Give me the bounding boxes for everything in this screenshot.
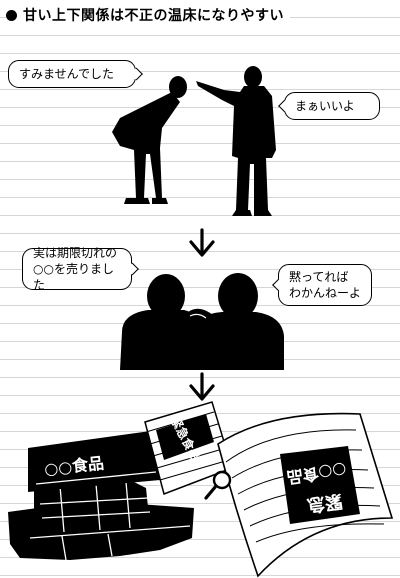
- scene-scandal: ○○食品 緊急食品 緊急 ○○食品: [8, 401, 394, 578]
- confess-line-2: ○○を売りました: [33, 261, 114, 293]
- hush-line-1: 黙ってれば: [289, 269, 349, 284]
- hush-bubble: 黙ってれば わかんねーよ: [278, 264, 372, 306]
- title-text: 甘い上下関係は不正の温床になりやすい: [23, 8, 284, 24]
- scene-bowing: [112, 66, 276, 216]
- bullet-dot-icon: [6, 9, 17, 21]
- apology-bubble: すみませんでした: [8, 60, 136, 88]
- scene-whispering: [120, 273, 284, 370]
- large-paper-headline-1: 緊急: [305, 490, 344, 517]
- hush-line-2: わかんねーよ: [289, 286, 362, 300]
- boss-reply-bubble: まぁいいよ: [284, 92, 380, 120]
- confess-bubble: 実は期限切れの ○○を売りました: [22, 245, 132, 293]
- apology-text: すみませんでした: [19, 66, 115, 81]
- confess-line-1: 実は期限切れの: [33, 245, 118, 260]
- arrow-down-icon: [189, 228, 215, 257]
- arrow-down-icon: [189, 372, 215, 401]
- page-title: 甘い上下関係は不正の温床になりやすい: [6, 4, 290, 26]
- boss-reply-text: まぁいいよ: [295, 98, 355, 113]
